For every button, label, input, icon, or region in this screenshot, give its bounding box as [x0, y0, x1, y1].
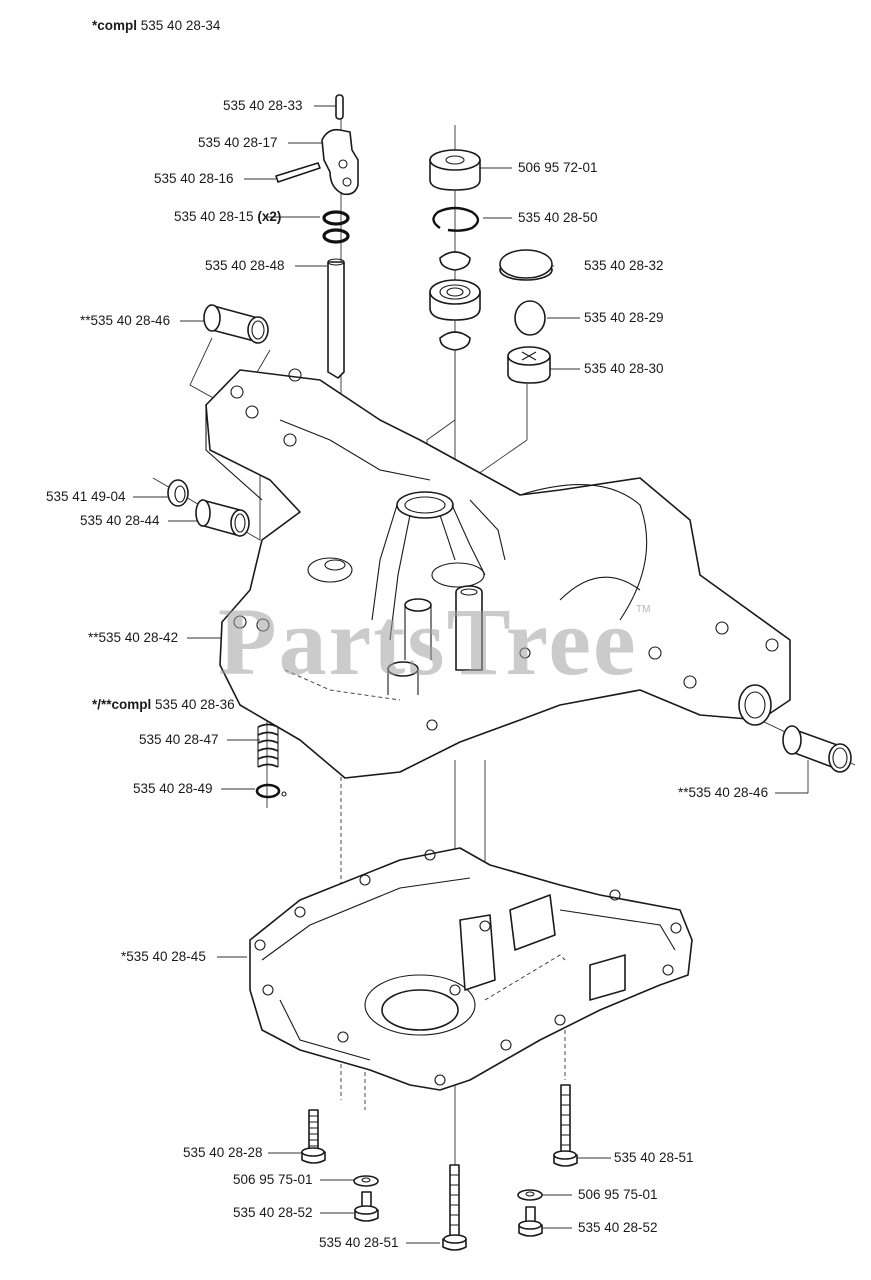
- label-shaft[interactable]: 535 40 28-48: [205, 258, 285, 273]
- pin-side: [275, 162, 321, 183]
- assembly-title-number: 535 40 28-34: [140, 18, 221, 33]
- label-valve-kit-prefix: */**compl: [92, 697, 152, 712]
- bushing-upper-left: [203, 304, 269, 344]
- bearing: [429, 279, 481, 321]
- label-coupler[interactable]: 535 40 28-30: [584, 361, 664, 376]
- washer-right: [517, 1189, 543, 1201]
- label-bushing-upper-left[interactable]: **535 40 28-46: [80, 313, 171, 328]
- label-upper-housing[interactable]: **535 40 28-42: [88, 630, 179, 645]
- label-spring[interactable]: 535 40 28-47: [139, 732, 219, 747]
- washer-left: [353, 1175, 379, 1187]
- label-snap-ring[interactable]: 535 40 28-50: [518, 210, 598, 225]
- label-cap-small[interactable]: 535 40 28-29: [584, 310, 664, 325]
- bolt-51-center: [442, 1164, 467, 1251]
- label-bolt-51-center[interactable]: 535 40 28-51: [319, 1235, 399, 1250]
- bushing-right: [782, 725, 852, 773]
- retaining-clip-lower: [439, 331, 471, 351]
- bolt-51-right: [553, 1084, 578, 1167]
- control-shaft: [327, 258, 345, 379]
- screw-52-right: [518, 1206, 543, 1237]
- seal-left: [167, 479, 189, 507]
- upper-housing: [205, 368, 791, 779]
- label-pin-side[interactable]: 535 40 28-16: [154, 171, 234, 186]
- label-o-ring-qty: (x2): [257, 209, 282, 224]
- spring: [257, 723, 279, 768]
- label-lower-housing[interactable]: *535 40 28-45: [121, 949, 206, 964]
- label-screw-52-right[interactable]: 535 40 28-52: [578, 1220, 658, 1235]
- label-o-ring-number: 535 40 28-15: [174, 209, 254, 224]
- label-bushing-right[interactable]: **535 40 28-46: [678, 785, 769, 800]
- label-bolt-51-right[interactable]: 535 40 28-51: [614, 1150, 694, 1165]
- assembly-title-prefix: *compl: [92, 18, 138, 33]
- o-rings: [322, 210, 350, 244]
- label-circlip[interactable]: 535 40 28-49: [133, 781, 213, 796]
- seal-top: [429, 149, 481, 191]
- label-cap-large[interactable]: 535 40 28-32: [584, 258, 664, 273]
- circlip: [255, 783, 287, 799]
- cap-large: [499, 249, 553, 281]
- label-seal-top[interactable]: 506 95 72-01: [518, 160, 598, 175]
- shift-lever: [321, 128, 359, 196]
- label-screw-52-left[interactable]: 535 40 28-52: [233, 1205, 313, 1220]
- retaining-clip-upper: [439, 251, 471, 271]
- label-washer-right[interactable]: 506 95 75-01: [578, 1187, 658, 1202]
- cap-small: [514, 300, 546, 336]
- coupler: [507, 346, 551, 384]
- watermark-trademark: TM: [636, 604, 651, 615]
- label-valve-kit[interactable]: */**compl 535 40 28-36: [92, 697, 235, 713]
- label-valve-kit-number: 535 40 28-36: [155, 697, 235, 712]
- label-seal-left[interactable]: 535 41 49-04: [46, 489, 126, 504]
- snap-ring: [432, 206, 480, 232]
- bushing-left: [195, 499, 250, 537]
- pin-top: [335, 94, 344, 120]
- label-bushing-left[interactable]: 535 40 28-44: [80, 513, 160, 528]
- label-o-ring[interactable]: 535 40 28-15 (x2): [174, 209, 281, 225]
- assembly-title: *compl 535 40 28-34: [92, 18, 220, 34]
- bolt-28: [301, 1109, 326, 1164]
- label-washer-left[interactable]: 506 95 75-01: [233, 1172, 313, 1187]
- label-bolt-28[interactable]: 535 40 28-28: [183, 1145, 263, 1160]
- screw-52-left: [354, 1191, 379, 1222]
- lower-housing: [249, 847, 693, 1091]
- label-pin-top[interactable]: 535 40 28-33: [223, 98, 303, 113]
- label-lever[interactable]: 535 40 28-17: [198, 135, 278, 150]
